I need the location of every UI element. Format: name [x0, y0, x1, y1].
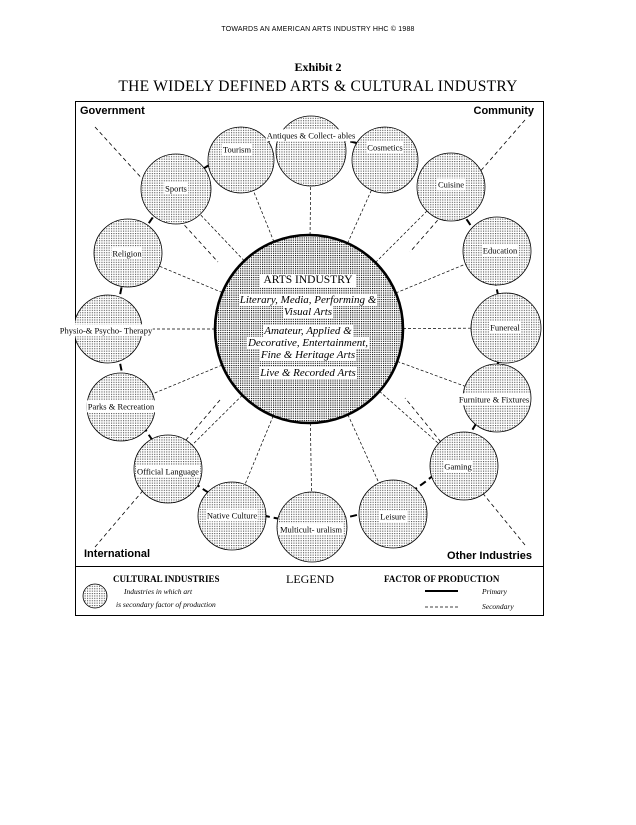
node-label-text: Religion — [111, 247, 143, 260]
legend-divider — [75, 566, 544, 567]
node-label-text: Parks & Recreation — [86, 400, 156, 413]
corner-other-industries: Other Industries — [447, 550, 532, 562]
node-education: Education — [481, 244, 519, 257]
node-label-text: Cosmetics — [366, 141, 404, 154]
spoke-line — [397, 361, 498, 399]
corner-international: International — [84, 548, 151, 560]
page-title: THE WIDELY DEFINED ARTS & CULTURAL INDUS… — [118, 78, 518, 95]
core-item-text: Live & Recorded Arts — [259, 367, 357, 380]
legend-secondary-label: Secondary — [482, 602, 514, 611]
legend-title: LEGEND — [286, 572, 334, 586]
node-parks-recreation: Parks & Recreation — [86, 400, 156, 413]
arts-industry-core: ARTS INDUSTRY Literary, Media, Performin… — [238, 270, 378, 380]
node-cosmetics: Cosmetics — [366, 141, 404, 154]
core-item-text: Amateur, Applied & Decorative, Entertain… — [246, 324, 370, 362]
node-funereal: Funereal — [489, 321, 521, 334]
node-furniture: Furniture & Fixtures — [457, 393, 531, 406]
spoke-line — [379, 390, 465, 467]
node-gaming: Gaming — [443, 460, 473, 473]
node-tourism: Tourism — [221, 143, 253, 156]
corner-community: Community — [473, 105, 535, 117]
legend-cultural-title: CULTURAL INDUSTRIES — [113, 574, 220, 584]
node-circle — [351, 126, 419, 194]
core-item-2: Amateur, Applied & Decorative, Entertain… — [238, 324, 378, 362]
node-label-text: Cuisine — [437, 178, 465, 191]
legend-cultural-circle — [82, 583, 108, 609]
node-native-culture: Native Culture — [205, 509, 259, 522]
node-circle — [207, 126, 275, 194]
node-official-language: Official Language — [136, 465, 200, 478]
core-item-1: Literary, Media, Performing & Visual Art… — [238, 293, 378, 319]
node-cuisine: Cuisine — [437, 178, 465, 191]
node-label-text: Antiques & Collect- ables — [265, 129, 357, 142]
exhibit-label: Exhibit 2 — [294, 60, 342, 74]
node-label-text: Official Language — [136, 465, 200, 478]
node-label-text: Multicult- uralism — [278, 523, 344, 536]
spoke-line — [375, 186, 452, 263]
core-item-3: Live & Recorded Arts — [238, 367, 378, 380]
legend-cultural-line1: Industries in which art — [124, 587, 193, 596]
node-sports: Sports — [164, 182, 188, 195]
node-label-text: Education — [481, 244, 519, 257]
node-physio-therapy: Physio-& Psycho- Therapy — [58, 324, 154, 337]
node-label-text: Native Culture — [205, 509, 259, 522]
core-title: ARTS INDUSTRY — [260, 274, 356, 287]
corner-government: Government — [80, 105, 145, 117]
node-label-text: Tourism — [221, 143, 253, 156]
node-label-text: Gaming — [443, 460, 473, 473]
page-header: TOWARDS AN AMERICAN ARTS INDUSTRY HHC © … — [221, 26, 415, 33]
diagram-frame — [75, 101, 544, 616]
legend-primary-label: Primary — [482, 587, 507, 596]
legend-cultural-line2: is secondary factor of production — [116, 600, 216, 609]
node-religion: Religion — [111, 247, 143, 260]
legend-factor-title: FACTOR OF PRODUCTION — [384, 574, 500, 584]
node-label-text: Furniture & Fixtures — [457, 393, 531, 406]
node-label-text: Physio-& Psycho- Therapy — [58, 324, 154, 337]
node-leisure: Leisure — [379, 510, 407, 523]
core-item-text: Literary, Media, Performing & Visual Art… — [238, 293, 378, 319]
node-circle — [275, 115, 347, 187]
node-label-text: Sports — [164, 182, 188, 195]
node-label-text: Funereal — [489, 321, 521, 334]
node-multiculturalism: Multicult- uralism — [278, 523, 344, 536]
node-antiques: Antiques & Collect- ables — [265, 129, 357, 142]
node-label-text: Leisure — [379, 510, 407, 523]
